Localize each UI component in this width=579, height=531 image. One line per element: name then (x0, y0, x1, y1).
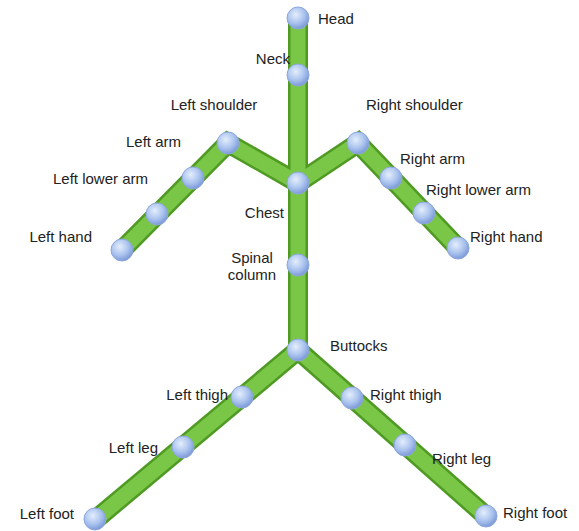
left-leg-bone (95, 350, 298, 520)
joint (341, 387, 363, 409)
left-arm-bone (122, 143, 298, 250)
joint (182, 167, 204, 189)
part-label: Right shoulder (366, 96, 463, 113)
joint (447, 237, 469, 259)
joint (287, 172, 309, 194)
part-label: Head (318, 10, 354, 27)
joint (394, 434, 416, 456)
joints (84, 7, 497, 530)
joint (475, 505, 497, 527)
joint (287, 339, 309, 361)
part-label: Left leg (109, 439, 158, 456)
part-label: Right leg (432, 450, 491, 467)
left-leg-bone (95, 350, 298, 520)
part-label: Left hand (29, 228, 92, 245)
joint (146, 203, 168, 225)
part-label: Buttocks (330, 337, 388, 354)
part-label: Right hand (470, 228, 543, 245)
left-arm-bone (122, 143, 298, 250)
part-label: Right lower arm (426, 181, 531, 198)
part-label: Neck (256, 50, 290, 67)
part-label: Right thigh (370, 386, 442, 403)
bone-outline (95, 18, 487, 520)
joint (287, 7, 309, 29)
part-label: Left shoulder (171, 96, 258, 113)
part-label: Spinal column (221, 249, 283, 283)
joint (380, 167, 402, 189)
part-label: Right arm (400, 150, 465, 167)
part-label: Left arm (126, 133, 181, 150)
joint (347, 132, 369, 154)
bone-fill (95, 18, 487, 520)
joint (287, 254, 309, 276)
joint (413, 202, 435, 224)
joint (172, 436, 194, 458)
joint (287, 64, 309, 86)
joint (111, 239, 133, 261)
part-label: Chest (245, 204, 284, 221)
joint (217, 132, 239, 154)
joint (84, 508, 106, 530)
right-leg-bone (298, 350, 487, 517)
spine-bone (288, 18, 308, 350)
part-label: Left foot (20, 505, 74, 522)
joint (231, 386, 253, 408)
part-label: Left lower arm (53, 170, 148, 187)
part-label: Left thigh (166, 386, 228, 403)
right-leg-bone (298, 350, 487, 517)
part-label: Right foot (503, 504, 567, 521)
